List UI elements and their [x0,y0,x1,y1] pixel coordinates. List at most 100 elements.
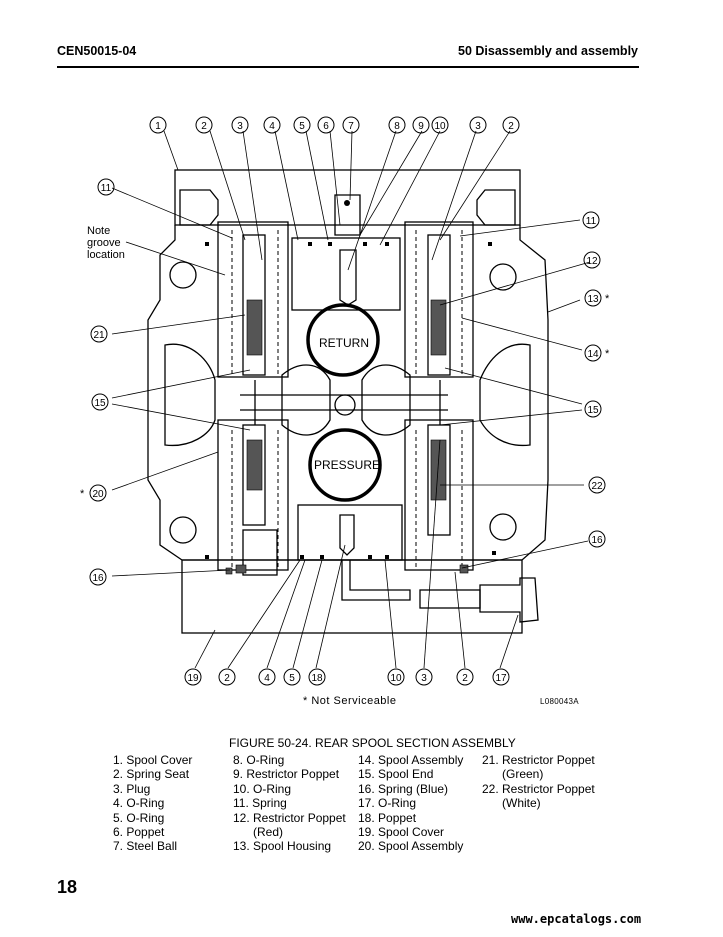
callout-4b: 4 [258,668,276,686]
svg-text:1: 1 [155,121,161,132]
callout-5: 5 [293,116,311,134]
callout-9: 9 [412,116,430,134]
svg-text:15: 15 [94,398,106,409]
legend-column-3: 14. Spool Assembly 15. Spool End 16. Spr… [358,753,463,854]
callout-10: 10 [431,116,449,134]
callout-13: 13 [584,289,602,307]
legend-item: (Red) [253,825,284,840]
svg-text:5: 5 [299,121,305,132]
svg-text:15: 15 [587,405,599,416]
svg-text:8: 8 [394,121,400,132]
callout-21: 21 [90,325,108,343]
return-label: RETURN [319,336,369,350]
svg-text:5: 5 [289,673,295,684]
legend-item: 9. Restrictor Poppet [233,767,340,782]
legend-item: 8. O-Ring [233,753,285,767]
svg-text:10: 10 [390,673,402,684]
svg-text:20: 20 [92,489,104,500]
legend-item: 13. Spool Housing [233,839,332,854]
legend-item: 10. O-Ring [233,781,292,796]
callout-19: 19 [184,668,202,686]
legend-column-2: 8. O-Ring 9. Restrictor Poppet 10. O-Rin… [233,753,346,854]
legend-column-4: 21. Restrictor Poppet (Green) 22. Restri… [482,753,595,811]
svg-text:3: 3 [421,673,427,684]
svg-text:4: 4 [264,673,270,684]
callout-16: 16 [89,568,107,586]
legend-item: 16. Spring (Blue) [358,781,449,796]
left-upper-bore [217,221,289,378]
center-upper-cavity [291,237,401,311]
asterisk-20: * [80,488,85,500]
legend-item: 18. Poppet [358,810,417,825]
spool-housing-outline [147,225,549,561]
rear-spool-section-diagram: 1 2 3 4 5 6 7 8 9 10 3 2 11 11 12 13 14 … [80,116,610,686]
legend-item: 20. Spool Assembly [358,839,464,854]
callout-11: 11 [97,178,115,196]
callout-1: 1 [149,116,167,134]
svg-text:14: 14 [587,349,599,360]
svg-text:16: 16 [92,573,104,584]
svg-text:18: 18 [311,673,323,684]
watermark-url: www.epcatalogs.com [511,912,642,926]
asterisk-13: * [605,293,610,305]
callout-18: 18 [308,668,326,686]
bottom-spool-cover [181,559,523,634]
svg-text:22: 22 [591,481,603,492]
callout-17: 17 [492,668,510,686]
callout-3c: 3 [415,668,433,686]
page-number: 18 [57,877,78,897]
left-lower-bore [217,419,289,571]
legend-item: (White) [502,796,541,811]
callout-20: 20 [89,484,107,502]
callout-2d: 2 [456,668,474,686]
svg-text:2: 2 [462,673,468,684]
legend-item: 4. O-Ring [113,796,165,811]
svg-text:11: 11 [101,183,112,194]
legend-column-1: 1. Spool Cover 2. Spring Seat 3. Plug 4.… [113,753,192,854]
svg-text:17: 17 [495,673,507,684]
return-port [306,303,380,377]
svg-text:19: 19 [187,673,199,684]
callout-2: 2 [195,116,213,134]
svg-text:4: 4 [269,121,275,132]
legend-item: 6. Poppet [113,825,165,840]
svg-text:2: 2 [201,121,207,132]
svg-text:2: 2 [508,121,514,132]
section-title: 50 Disassembly and assembly [458,44,638,58]
callout-15: 15 [91,393,109,411]
legend-item: 7. Steel Ball [113,839,178,854]
legend-item: 2. Spring Seat [113,767,190,782]
svg-text:7: 7 [348,121,354,132]
not-serviceable-note: * Not Serviceable [303,695,397,707]
right-upper-bore [404,221,474,378]
figure-code: L080043A [540,697,579,706]
legend-item: (Green) [502,767,544,782]
asterisk-14: * [605,348,610,360]
callout-6: 6 [317,116,335,134]
callout-5b: 5 [283,668,301,686]
pressure-port [308,428,382,502]
callout-10b: 10 [387,668,405,686]
svg-text:3: 3 [475,121,481,132]
legend-item: 19. Spool Cover [358,825,445,840]
legend-item: 17. O-Ring [358,796,417,811]
svg-text:11: 11 [586,216,597,227]
note-line-3: location [87,249,125,261]
svg-text:2: 2 [224,673,230,684]
callout-11b: 11 [582,211,600,229]
svg-text:9: 9 [418,121,424,132]
callout-16b: 16 [588,530,606,548]
callout-7: 7 [342,116,360,134]
callout-15b: 15 [584,400,602,418]
legend-item: 21. Restrictor Poppet [482,753,595,767]
legend-item: 3. Plug [113,781,151,796]
callout-12: 12 [583,251,601,269]
callout-8: 8 [388,116,406,134]
legend-item: 14. Spool Assembly [358,753,464,767]
callout-2b: 2 [502,116,520,134]
svg-text:10: 10 [434,121,446,132]
note-line-2: groove [87,237,121,249]
header-rule [57,66,639,68]
callout-3: 3 [231,116,249,134]
pressure-label: PRESSURE [314,458,380,472]
